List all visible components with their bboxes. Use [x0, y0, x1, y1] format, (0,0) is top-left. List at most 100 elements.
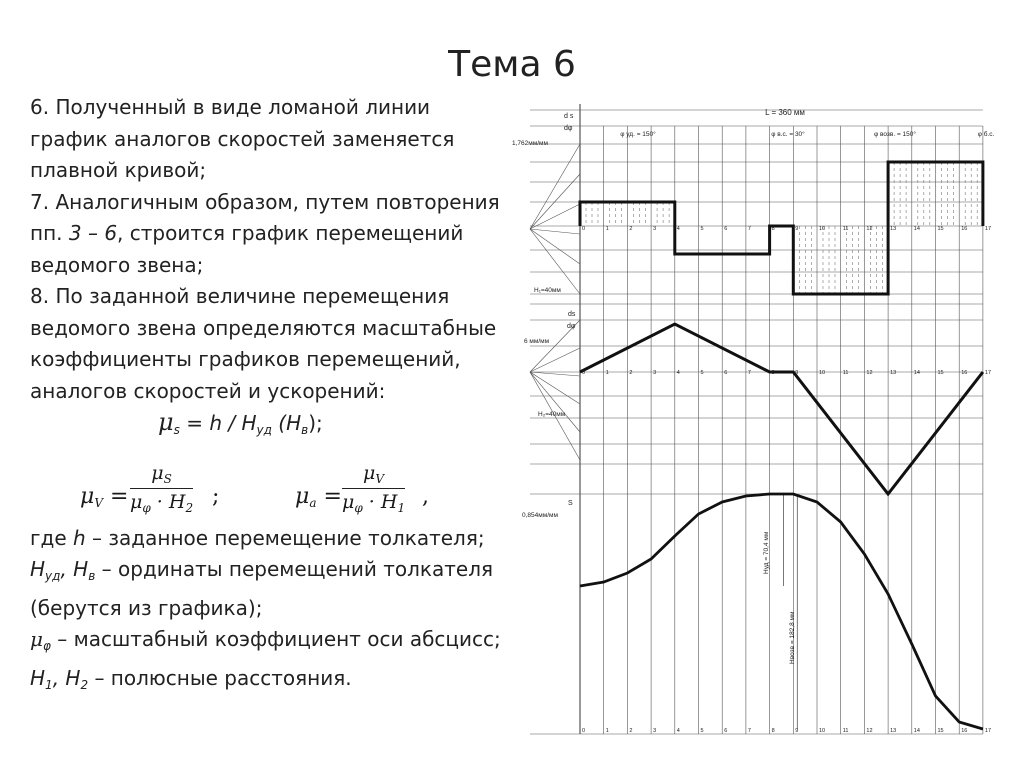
formula-subscript: в — [301, 423, 309, 437]
text-span: – масштабный коэффициент оси абсцисс; — [50, 627, 501, 651]
tick-label: 1 — [606, 728, 609, 734]
text-line: график аналогов скоростей заменяется — [30, 126, 455, 151]
mu-subscript: S — [163, 472, 172, 486]
tick-label: 6 — [724, 226, 727, 232]
tick-label: 16 — [961, 226, 967, 232]
tick-label: 9 — [795, 226, 798, 232]
grid-lines — [530, 104, 984, 735]
mu-symbol: μ — [80, 484, 95, 509]
body-text: 6. Полученный в виде ломаной линии графи… — [30, 92, 530, 701]
text-subscript: 1 — [45, 677, 53, 692]
tick-label: 6 — [724, 728, 727, 734]
pole-ray — [529, 203, 581, 230]
pole-ray — [529, 371, 581, 461]
formula-part: ); — [308, 411, 323, 435]
tick-label: 5 — [701, 728, 704, 734]
tick-label: 7 — [748, 370, 751, 376]
tick-label: 14 — [914, 728, 920, 734]
text-span: – заданное перемещение толкателя; — [85, 525, 485, 550]
axis-1-bottom: dφ — [564, 125, 573, 132]
tick-label: 4 — [677, 728, 680, 734]
tick-label: 10 — [819, 728, 825, 734]
velocity-triangle-line — [579, 322, 985, 497]
formula-part: · H — [362, 491, 398, 513]
tick-label: 2 — [629, 728, 632, 734]
text-line: аналогов скоростей и ускорений: — [30, 378, 386, 403]
mu-symbol: μ — [130, 491, 143, 513]
tick-label: 8 — [772, 226, 775, 232]
formula-subscript: 2 — [185, 501, 194, 515]
fraction-denominator: μφ · H1 — [342, 489, 405, 515]
dashed-hatch — [585, 162, 978, 294]
text-line: ведомого звена определяются масштабные — [30, 315, 497, 340]
velocity-analog-step-line — [578, 160, 985, 296]
mu-symbol: μ — [295, 484, 310, 509]
tick-label: 17 — [985, 728, 991, 734]
tick-label: 7 — [748, 728, 751, 734]
tick-label: 11 — [843, 370, 849, 376]
tick-label: 0 — [582, 728, 585, 734]
tick-label: 2 — [629, 226, 632, 232]
tick-label: 0 — [582, 370, 585, 376]
formula-part: · H — [150, 491, 186, 513]
tick-label: 9 — [795, 728, 798, 734]
tick-label: 5 — [701, 226, 704, 232]
text-subscript: 2 — [80, 677, 89, 692]
text-span: – полюсные расстояния. — [88, 665, 352, 690]
pole-ray — [529, 228, 581, 235]
tick-label: 17 — [985, 370, 991, 376]
formula-mu-v-lhs: μV = — [80, 484, 128, 510]
pole-ray — [529, 173, 581, 230]
text-span-italic: H — [30, 665, 46, 690]
text-span: , строится график перемещений — [117, 221, 464, 245]
h2-label: H₂=40мм — [538, 411, 566, 418]
text-span: – ординаты перемещений толкателя — [95, 557, 494, 581]
axis-3-label: S — [568, 500, 573, 507]
tick-label: 3 — [653, 728, 656, 734]
text-span: где — [30, 525, 73, 550]
formula-part: (H — [271, 411, 302, 435]
formula-fractions: μV = μS μφ · H2 ; μa = μV μφ · H1 , — [70, 462, 500, 532]
tick-label: 15 — [938, 728, 944, 734]
text-subscript: уд — [45, 569, 61, 583]
pole-ray — [529, 347, 581, 373]
tick-label: 14 — [914, 226, 920, 232]
fraction-denominator: μφ · H2 — [130, 489, 193, 515]
mu-subscript: V — [375, 472, 385, 486]
hud-dimension-label: Hуд = 70,4 мм — [763, 531, 770, 574]
mu-subscript: φ — [43, 639, 51, 653]
axis-2-bottom: dφ — [567, 323, 576, 330]
h1-label: H₁=40мм — [534, 287, 561, 294]
tick-label: 8 — [772, 728, 775, 734]
phi-bs-label: φ б.с. — [978, 130, 995, 138]
tick-label: 10 — [819, 370, 825, 376]
text-line: 7. Аналогичным образом, путем повторения — [30, 189, 500, 214]
tick-label: 0 — [582, 226, 585, 232]
text-line: ведомого звена; — [30, 252, 204, 277]
formula-part: = h / H — [179, 411, 257, 435]
hvozv-dimension-label: Hвозв = 182,8 мм — [789, 611, 796, 664]
tick-label: 16 — [961, 728, 967, 734]
phi-vs-label: φ в.с. = 30° — [771, 130, 805, 138]
scale-3-label: 0,854мм/мм — [522, 512, 558, 519]
tick-label: 5 — [701, 370, 704, 376]
tick-label: 8 — [772, 370, 775, 376]
scale-1-label: 1,762мм/мм — [512, 140, 548, 147]
displacement-curve — [579, 492, 984, 731]
pole-ray — [529, 371, 581, 433]
pole-rays — [529, 143, 581, 461]
text-line: μφ – масштабный коэффициент оси абсцисс; — [30, 624, 530, 663]
tick-label: 17 — [985, 226, 991, 232]
tick-label: 16 — [961, 370, 967, 376]
tick-label: 13 — [890, 226, 896, 232]
text-line: Hуд, Hв – ординаты перемещений толкателя — [30, 554, 530, 593]
text-span-italic: , H — [52, 665, 81, 690]
pole-ray — [529, 319, 581, 373]
tick-label: 12 — [866, 370, 872, 376]
text-span-italic: , H — [60, 557, 89, 581]
mu-symbol: μ — [158, 408, 174, 436]
tick-label: 15 — [938, 370, 944, 376]
fraction-mu-v: μ S μφ · H2 — [130, 462, 194, 515]
pole-ray — [529, 228, 581, 295]
pole-ray — [529, 371, 581, 405]
